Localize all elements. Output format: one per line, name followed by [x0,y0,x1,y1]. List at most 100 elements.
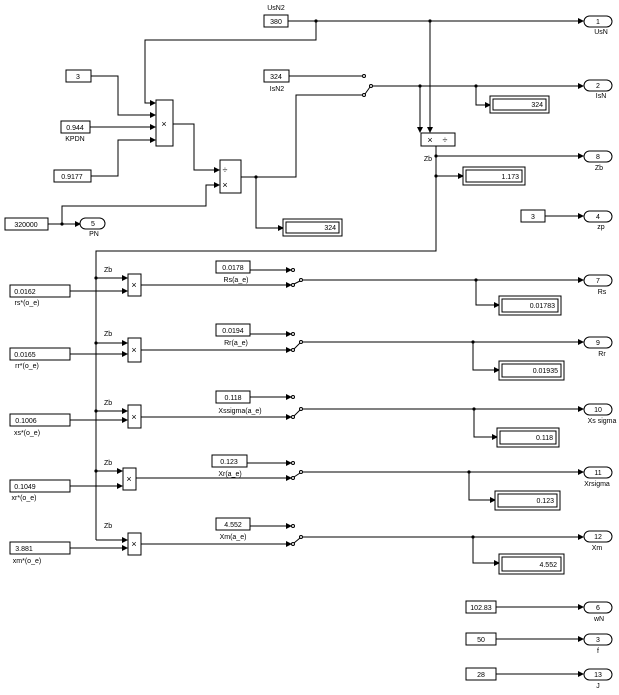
const-cosphi[interactable]: 0.9177 [53,169,92,183]
svg-text:0.118: 0.118 [536,435,553,442]
const-rs-pu[interactable]: 0.0162 rs*(o_e) [9,284,71,307]
svg-text:UsN: UsN [594,29,608,36]
const-rr-pu[interactable]: 0.0165 rr*(o_e) [9,347,71,370]
const-win[interactable]: 102.83 [465,600,497,614]
svg-text:3: 3 [596,637,600,644]
svg-text:3.881: 3.881 [15,546,33,553]
divide-block-zb[interactable]: × ÷ Zb [420,132,456,163]
svg-text:xs*(o_e): xs*(o_e) [14,430,40,437]
display-blocks: 324 324 1.173 0.01783 0.01935 0.118 0.12… [282,95,565,575]
const-xm-pu[interactable]: 3.881 xm*(o_e) [9,541,71,565]
svg-text:0.123: 0.123 [220,459,238,466]
outport-xssigma[interactable]: 10 Xs sigma [583,403,616,425]
svg-text:PN: PN [89,231,99,238]
const-f[interactable]: 50 [465,632,497,646]
svg-text:×: × [131,412,136,422]
svg-text:1.173: 1.173 [501,174,519,181]
display-xr[interactable]: 0.123 [494,490,561,511]
display-pn[interactable]: 324 [282,218,343,237]
product-block-rr[interactable]: × [127,337,142,363]
svg-text:IsN2: IsN2 [270,86,285,93]
divide-block-isn[interactable]: ÷ × [219,159,242,194]
const-kpdn[interactable]: 0.944 KPDN [60,120,91,143]
svg-text:12: 12 [594,534,602,541]
const-xss-ae[interactable]: 0.118 Xssigma(a_e) [215,390,262,415]
product-block-xr[interactable]: × [122,467,137,491]
product-block-xm[interactable]: × [127,532,142,556]
svg-text:4.552: 4.552 [539,562,557,569]
svg-text:Xrsigma: Xrsigma [584,481,610,488]
product-block-pn[interactable]: × [155,99,174,147]
outport-usn[interactable]: 1 UsN [583,15,613,36]
svg-text:0.1049: 0.1049 [14,484,36,491]
const-pn[interactable]: 320000 [4,217,49,231]
const-usn2[interactable]: 380 UsN2 [263,5,289,28]
product-block-xs[interactable]: × [127,404,142,429]
svg-text:rr*(o_e): rr*(o_e) [15,363,39,370]
svg-text:324: 324 [531,102,543,109]
display-xm[interactable]: 4.552 [498,553,565,575]
const-rr-ae[interactable]: 0.0194 Rr(a_e) [215,323,251,347]
switch-rs [291,268,303,287]
svg-text:Zb: Zb [595,165,603,172]
const-j[interactable]: 28 [465,667,497,681]
outport-xrsigma[interactable]: 11 Xrsigma [583,466,613,488]
product-block-rs[interactable]: × [127,273,142,297]
display-xss[interactable]: 0.118 [496,427,560,448]
outport-wn[interactable]: 6 wN [583,601,613,623]
const-rs-ae[interactable]: 0.0178 Rs(a_e) [215,260,251,284]
svg-text:÷: ÷ [223,165,228,175]
const-xm-ae[interactable]: 4.552 Xm(a_e) [215,517,251,541]
svg-text:UsN2: UsN2 [267,5,285,12]
outport-j[interactable]: 13 J [583,668,613,690]
svg-text:KPDN: KPDN [65,136,84,143]
svg-text:2: 2 [596,83,600,90]
const-xr-pu[interactable]: 0.1049 xr*(o_e) [9,479,71,502]
svg-text:0.0165: 0.0165 [14,352,36,359]
svg-text:4.552: 4.552 [224,522,242,529]
const-three[interactable]: 3 [65,69,92,83]
svg-text:4: 4 [596,214,600,221]
svg-text:Zb: Zb [424,156,432,163]
zb-signal-label: Zb [104,267,112,274]
zb-signal-label: Zb [104,400,112,407]
const-isn2[interactable]: 324 IsN2 [263,69,290,93]
zb-signal-label: Zb [104,331,112,338]
svg-text:xm*(o_e): xm*(o_e) [13,558,41,565]
const-zp[interactable]: 3 [520,209,546,223]
const-xs-pu[interactable]: 0.1006 xs*(o_e) [9,413,71,437]
svg-text:0.9177: 0.9177 [61,174,83,181]
svg-text:324: 324 [270,74,282,81]
svg-text:320000: 320000 [14,222,37,229]
svg-text:28: 28 [477,672,485,679]
switch-xs [291,395,303,419]
svg-text:Rr: Rr [598,351,606,358]
const-xr-ae[interactable]: 0.123 Xr(a_e) [211,454,248,478]
svg-text:wN: wN [593,616,604,623]
svg-text:zp: zp [597,224,605,231]
display-rs[interactable]: 0.01783 [498,295,562,316]
display-isn[interactable]: 324 [489,95,550,114]
svg-text:×: × [427,135,432,145]
display-zb[interactable]: 1.173 [462,166,526,186]
outport-isn[interactable]: 2 IsN [583,79,613,100]
math-blocks: × ÷ × × ÷ Zb × × × × × Zb Zb Zb Zb Zb [104,99,456,556]
svg-text:×: × [161,119,166,129]
svg-text:×: × [222,180,227,190]
outport-f[interactable]: 3 f [583,633,613,655]
outports: 1 UsN 2 IsN 8 Zb 4 zp 5 PN 7 Rs 9 Rr 10 … [79,15,616,690]
switch-rr [291,332,303,352]
svg-text:6: 6 [596,605,600,612]
outport-xm[interactable]: 12 Xm [583,530,613,552]
svg-text:×: × [131,280,136,290]
outport-zp[interactable]: 4 zp [583,210,613,231]
svg-text:0.01783: 0.01783 [530,303,555,310]
display-rr[interactable]: 0.01935 [498,360,565,381]
svg-text:Xm(a_e): Xm(a_e) [220,534,247,541]
svg-text:0.0194: 0.0194 [222,328,244,335]
outport-rr[interactable]: 9 Rr [583,336,613,358]
outport-rs[interactable]: 7 Rs [583,274,613,296]
outport-pn[interactable]: 5 PN [79,217,106,238]
outport-zb[interactable]: 8 Zb [583,150,613,172]
